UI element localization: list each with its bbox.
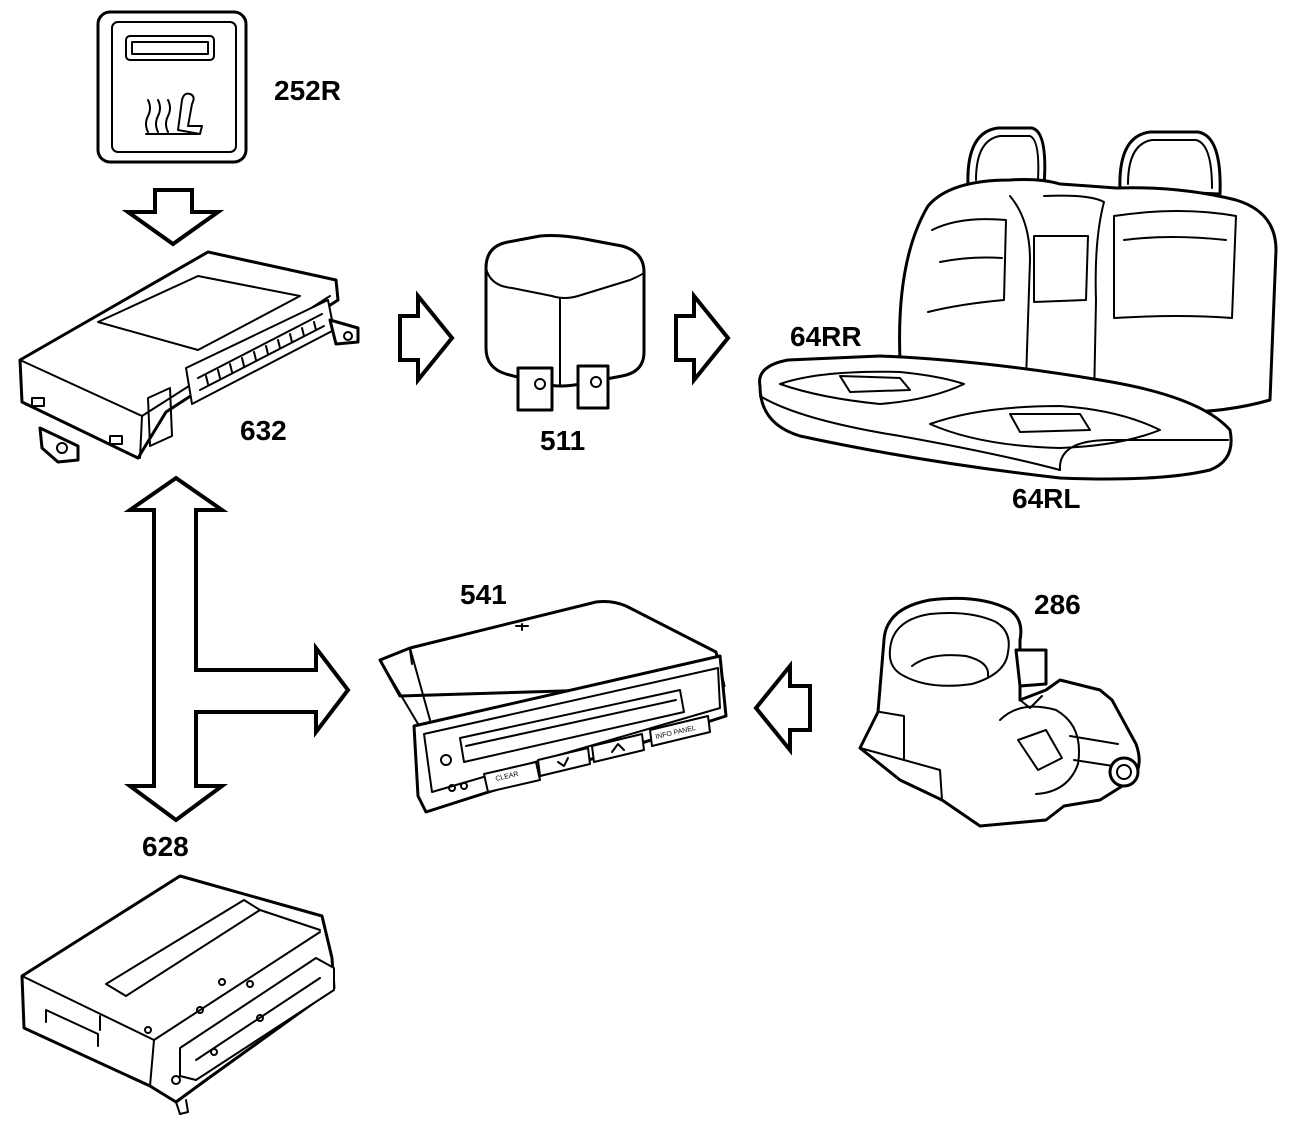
label-541: 541 xyxy=(460,579,507,610)
rear-seat-64rr-64rl xyxy=(758,126,1278,481)
ignition-switch-286 xyxy=(858,596,1141,828)
arrow-relay-to-seats xyxy=(674,290,731,386)
label-511: 511 xyxy=(540,425,585,456)
seat-heater-switch-252r xyxy=(96,10,248,164)
label-64rr: 64RR xyxy=(790,321,862,352)
arrow-ignition-to-display xyxy=(753,660,812,756)
arrow-module-to-relay xyxy=(398,290,455,386)
label-628: 628 xyxy=(142,831,189,862)
relay-511 xyxy=(484,234,646,412)
label-286: 286 xyxy=(1034,589,1081,620)
label-64rl: 64RL xyxy=(1012,483,1080,514)
label-632: 632 xyxy=(240,415,287,446)
arrow-bus-module-control-display xyxy=(123,475,351,823)
display-panel-541: CLEAR INFO PANEL xyxy=(378,600,728,814)
module-connector-pins xyxy=(205,321,317,385)
arrow-switch-to-module xyxy=(121,188,225,247)
seat-heat-icon xyxy=(145,92,203,135)
seat-heater-module-632 xyxy=(18,250,360,464)
control-module-628 xyxy=(20,874,336,1115)
label-252r: 252R xyxy=(274,75,341,106)
